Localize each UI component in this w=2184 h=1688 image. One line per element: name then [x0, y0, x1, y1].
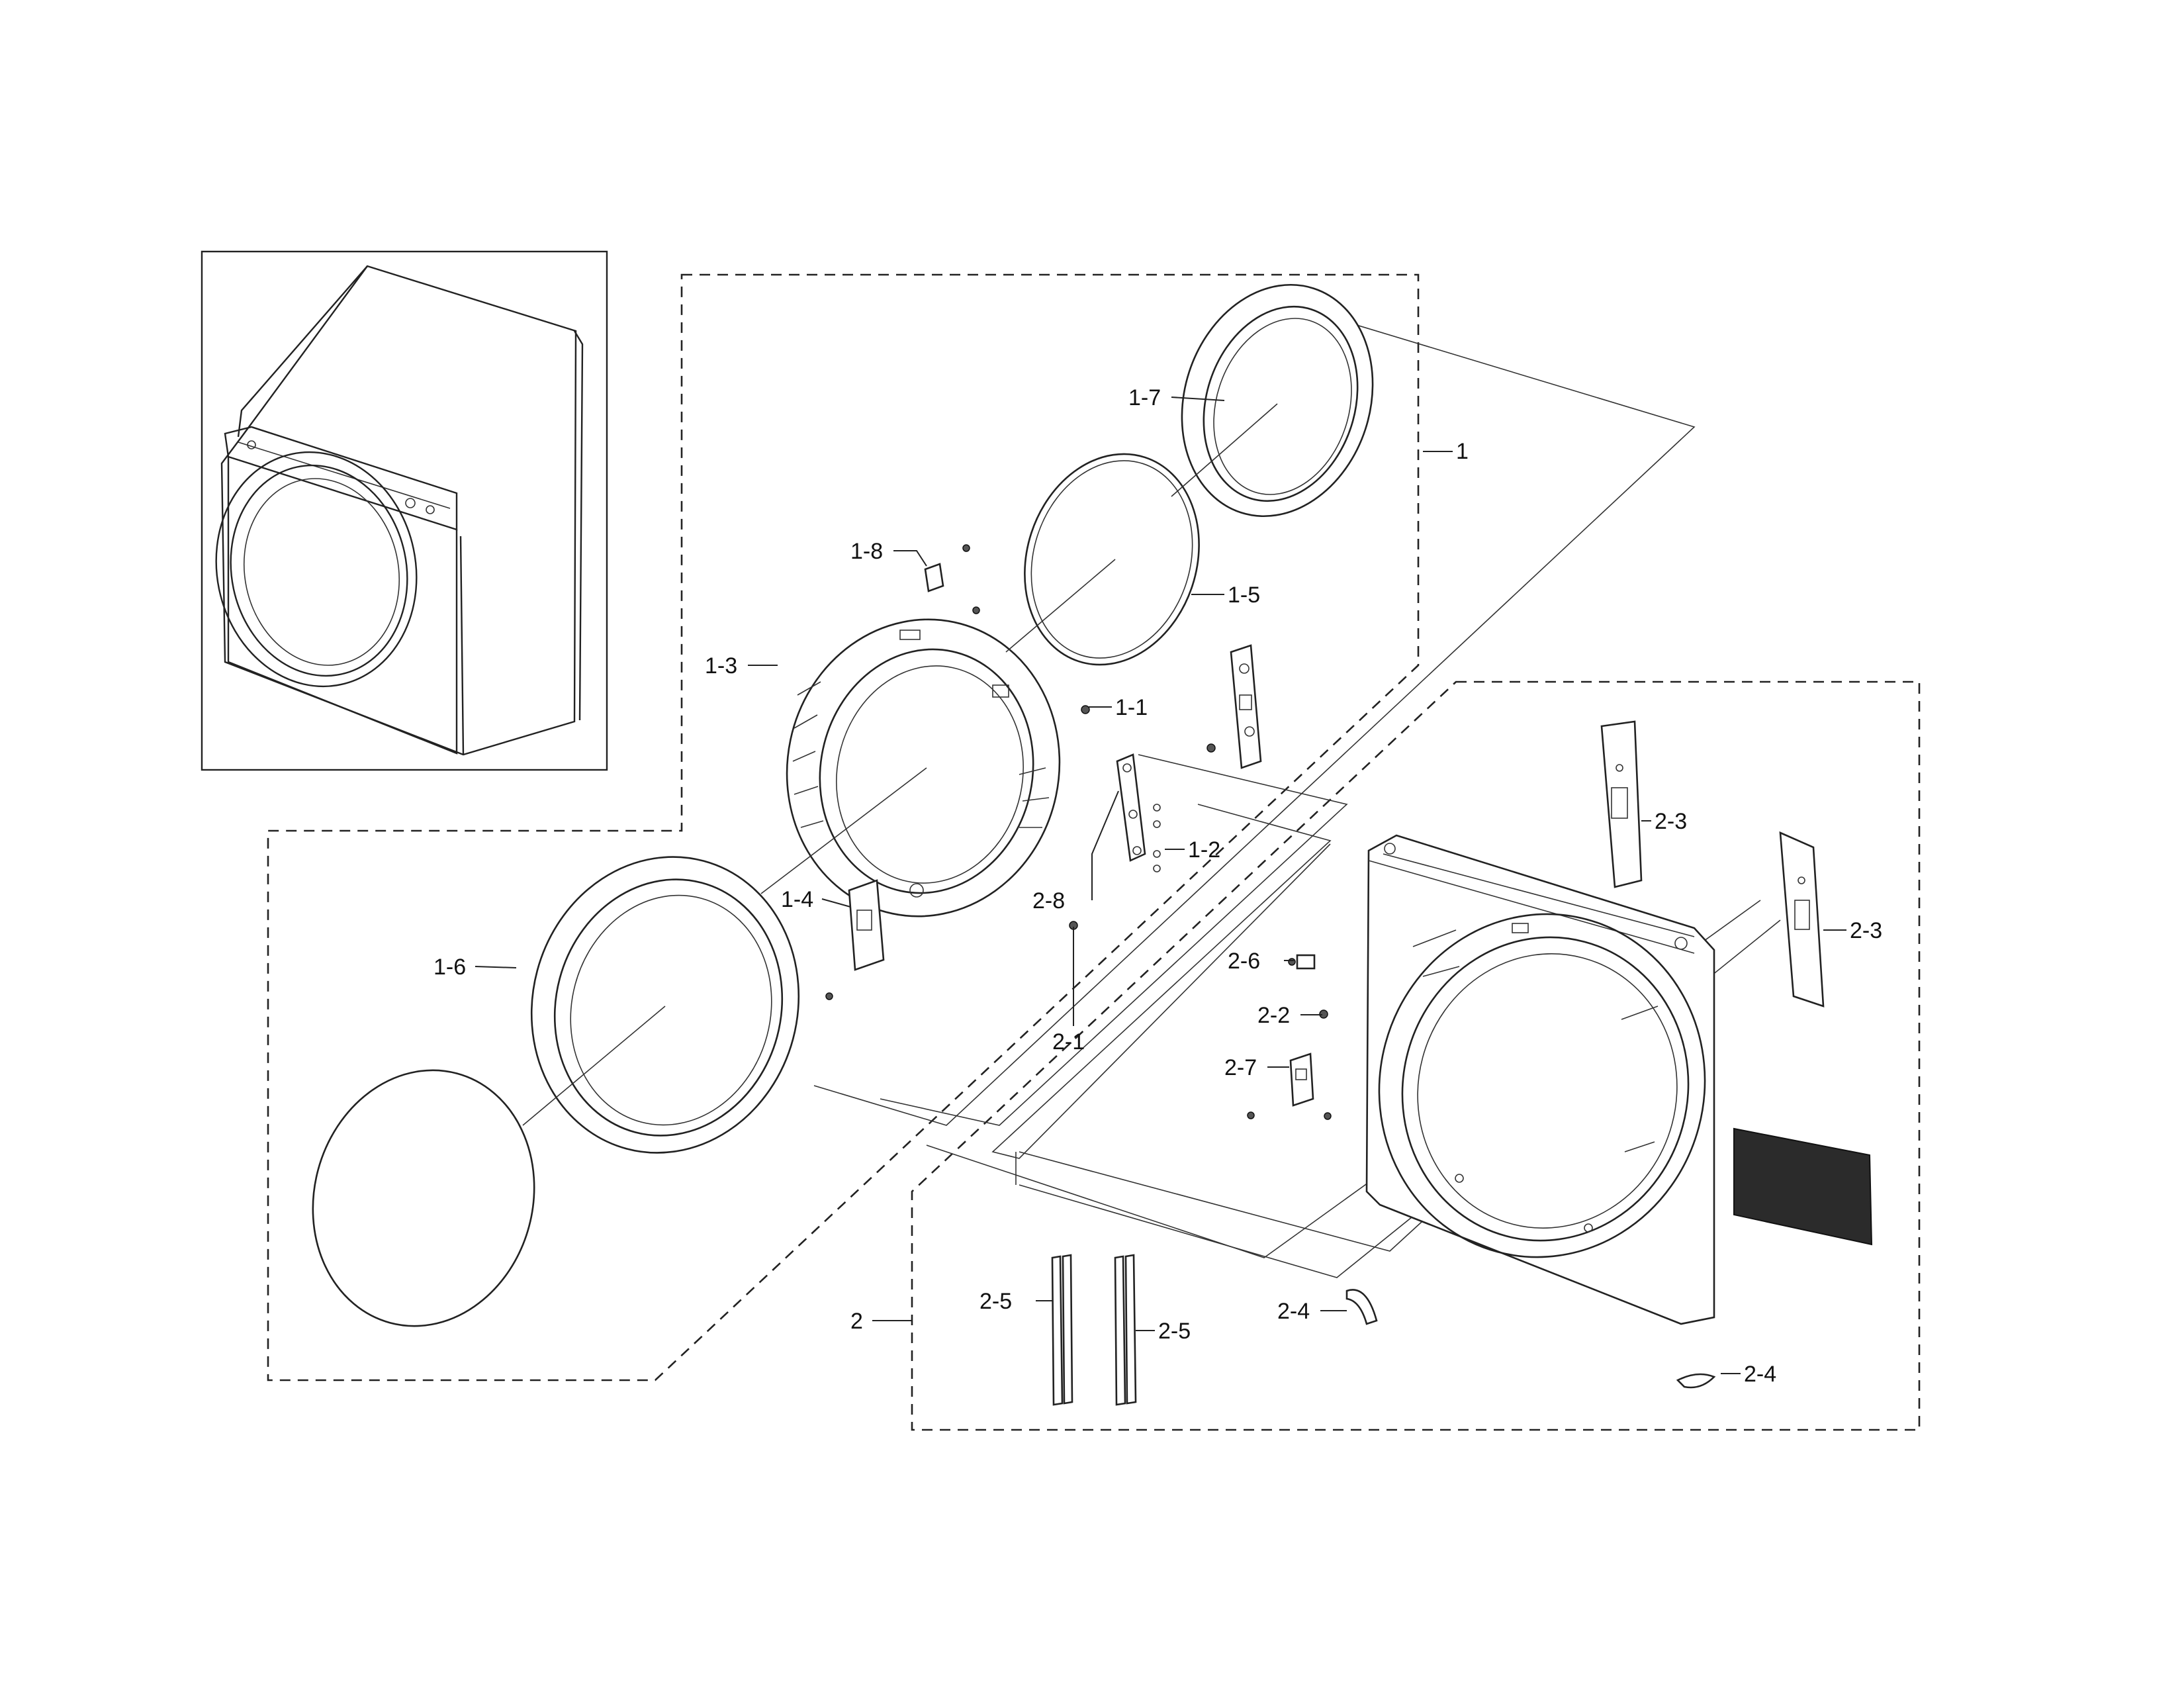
callout-1-4: 1-4	[781, 887, 813, 912]
part-2-5-strips-a	[1051, 1254, 1073, 1406]
callout-labels: 1 1-1 1-2 1-3 1-4 1-5 1-6 1-7 1-8 2 2-1 …	[433, 385, 1882, 1387]
callout-leaders	[475, 397, 1846, 1374]
callout-2-5-b: 2-5	[1158, 1319, 1191, 1344]
part-1-2-washers	[1153, 804, 1161, 872]
callout-2-8: 2-8	[1032, 888, 1065, 914]
part-1-5-door-ring	[1024, 453, 1200, 666]
callout-1-5: 1-5	[1228, 583, 1260, 608]
callout-1-8: 1-8	[850, 539, 883, 564]
callout-2-5-a: 2-5	[979, 1289, 1012, 1314]
group-2-boundary	[911, 680, 1921, 1431]
part-2-3-bracket-upper	[1600, 720, 1643, 888]
group-1-boundary	[267, 273, 1420, 1382]
part-2-6-latch	[1288, 954, 1316, 970]
callout-1-7: 1-7	[1128, 385, 1161, 410]
callout-2-6: 2-6	[1228, 949, 1260, 974]
callout-1-3: 1-3	[705, 653, 737, 679]
callout-2: 2	[850, 1309, 863, 1334]
door-glass-disc	[312, 1069, 535, 1327]
callout-2-4-b: 2-4	[1744, 1362, 1776, 1387]
assembled-unit-inset	[201, 250, 608, 771]
filter-panel	[1733, 1127, 1873, 1246]
part-2-3-bracket-lower	[1779, 831, 1825, 1008]
part-1-7-door-cover	[1181, 283, 1374, 518]
front-panel	[1365, 834, 1715, 1325]
part-1-6-door-outer-ring	[530, 856, 800, 1154]
part-2-4-foot-a	[1345, 1289, 1378, 1325]
callout-1-2: 1-2	[1188, 837, 1220, 863]
callout-2-7: 2-7	[1224, 1055, 1257, 1080]
callout-2-2: 2-2	[1257, 1003, 1290, 1028]
hinge-plate	[1206, 644, 1262, 769]
part-2-5-strips-b	[1114, 1254, 1137, 1406]
callout-1: 1	[1456, 439, 1469, 464]
part-1-3-door-frame	[786, 618, 1061, 917]
callout-1-6: 1-6	[433, 955, 466, 980]
callout-2-1: 2-1	[1052, 1029, 1085, 1055]
part-2-4-foot-b	[1676, 1373, 1716, 1389]
part-1-1-screw	[1081, 705, 1090, 714]
part-2-7-switch	[1247, 1053, 1332, 1120]
part-1-4-hinge	[825, 879, 885, 1000]
part-2-8-hinge-bracket	[1116, 753, 1146, 862]
part-1-8-bracket	[924, 544, 980, 614]
callout-2-3-upper: 2-3	[1655, 809, 1687, 834]
callout-2-3-lower: 2-3	[1850, 918, 1882, 943]
callout-2-4-a: 2-4	[1277, 1299, 1310, 1324]
callout-1-1: 1-1	[1115, 695, 1148, 720]
